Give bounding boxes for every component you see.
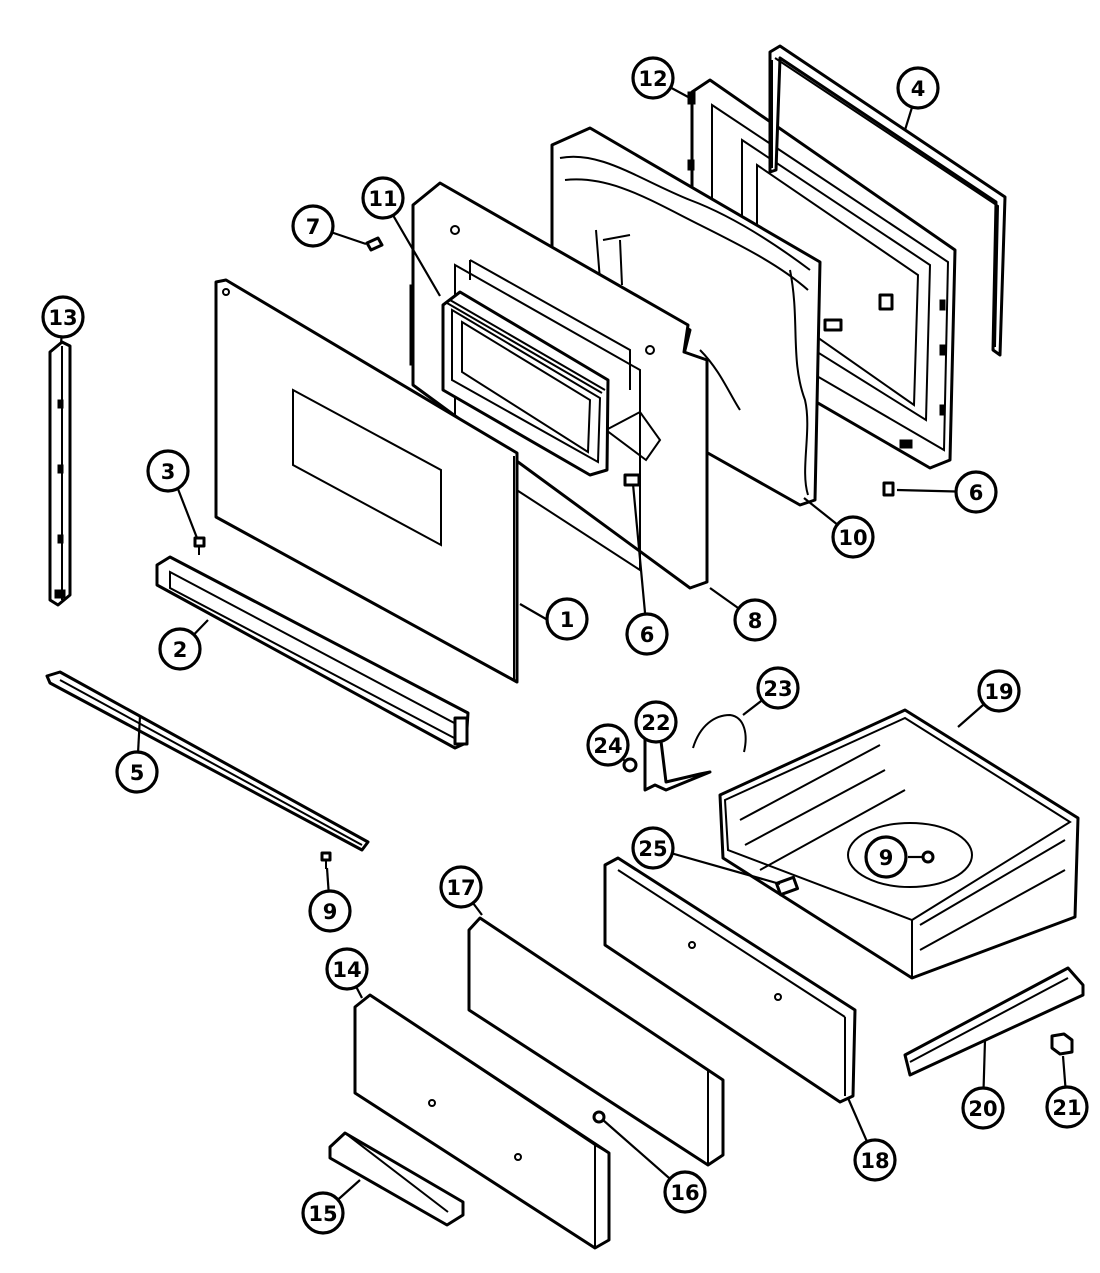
callout-16: 16	[663, 1170, 707, 1214]
part-1-outer-door-panel	[214, 278, 519, 684]
callout-label: 22	[641, 711, 670, 735]
part-2-door-handle	[155, 555, 470, 750]
callout-20: 20	[961, 1086, 1005, 1130]
callout-label: 25	[638, 837, 667, 861]
callout-13: 13	[41, 295, 85, 339]
part-3-screw	[193, 536, 206, 555]
callout-label: 8	[748, 609, 763, 633]
part-17-drawer-panel	[467, 916, 725, 1167]
callout-label: 9	[323, 900, 338, 924]
part-6-clip-upper	[623, 473, 641, 487]
callout-9-drawer: 9	[864, 835, 908, 879]
part-4-door-gasket	[768, 44, 1007, 357]
callout-label: 3	[161, 460, 176, 484]
callout-23: 23	[756, 666, 800, 710]
callout-14: 14	[325, 947, 369, 991]
part-7-screw	[365, 236, 384, 252]
callout-3: 3	[146, 449, 190, 493]
callout-label: 12	[638, 67, 667, 91]
callout-19: 19	[977, 669, 1021, 713]
callout-label: 18	[860, 1149, 889, 1173]
callout-label: 23	[763, 677, 792, 701]
callout-4: 4	[896, 66, 940, 110]
callout-label: 13	[48, 306, 77, 330]
callout-24: 24	[586, 723, 630, 767]
callout-label: 7	[306, 215, 321, 239]
part-5-vent-trim	[45, 670, 370, 852]
part-16-screw	[592, 1110, 606, 1124]
callout-label: 2	[173, 638, 188, 662]
callout-label: 11	[368, 187, 397, 211]
part-6-clip-right	[882, 481, 895, 497]
callout-label: 15	[308, 1202, 337, 1226]
callout-label: 16	[670, 1181, 699, 1205]
callout-label: 6	[969, 481, 984, 505]
callout-21: 21	[1045, 1085, 1089, 1129]
callout-label: 4	[911, 77, 926, 101]
callout-label: 5	[130, 761, 145, 785]
part-18-drawer-front-frame	[603, 856, 857, 1104]
part-11-window-assembly	[441, 290, 610, 477]
callout-5: 5	[115, 750, 159, 794]
callout-17: 17	[439, 865, 483, 909]
callout-8: 8	[733, 598, 777, 642]
callout-label: 10	[838, 526, 867, 550]
callout-label: 6	[640, 623, 655, 647]
part-9-screw-left	[320, 851, 332, 869]
part-13-side-trim	[48, 340, 72, 607]
part-9-screw-drawer	[921, 850, 935, 864]
callout-label: 14	[332, 958, 361, 982]
callout-25: 25	[631, 826, 675, 870]
callout-22: 22	[634, 700, 678, 744]
part-22-bracket	[643, 731, 712, 792]
callout-12: 12	[631, 56, 675, 100]
callout-label: 1	[560, 608, 575, 632]
callout-label: 21	[1052, 1096, 1081, 1120]
callout-label: 20	[968, 1097, 997, 1121]
callout-label: 24	[593, 734, 622, 758]
callout-7: 7	[291, 204, 335, 248]
part-20-drawer-rail	[903, 966, 1085, 1077]
callout-6-right: 6	[954, 470, 998, 514]
part-21-rail-clip	[1050, 1032, 1074, 1056]
part-25-grommet	[774, 875, 800, 897]
part-23-wire	[692, 713, 747, 753]
callout-15: 15	[301, 1191, 345, 1235]
part-24-nut	[622, 757, 638, 773]
part-14-drawer-front	[353, 993, 611, 1250]
callout-18: 18	[853, 1138, 897, 1182]
callout-11: 11	[361, 176, 405, 220]
callout-10: 10	[831, 515, 875, 559]
callout-label: 17	[446, 876, 475, 900]
callout-label: 19	[984, 680, 1013, 704]
part-15-drawer-trim	[328, 1131, 465, 1227]
callout-label: 9	[879, 846, 894, 870]
callout-2: 2	[158, 627, 202, 671]
callout-9-left: 9	[308, 889, 352, 933]
callout-1: 1	[545, 597, 589, 641]
callout-6-upper: 6	[625, 612, 669, 656]
